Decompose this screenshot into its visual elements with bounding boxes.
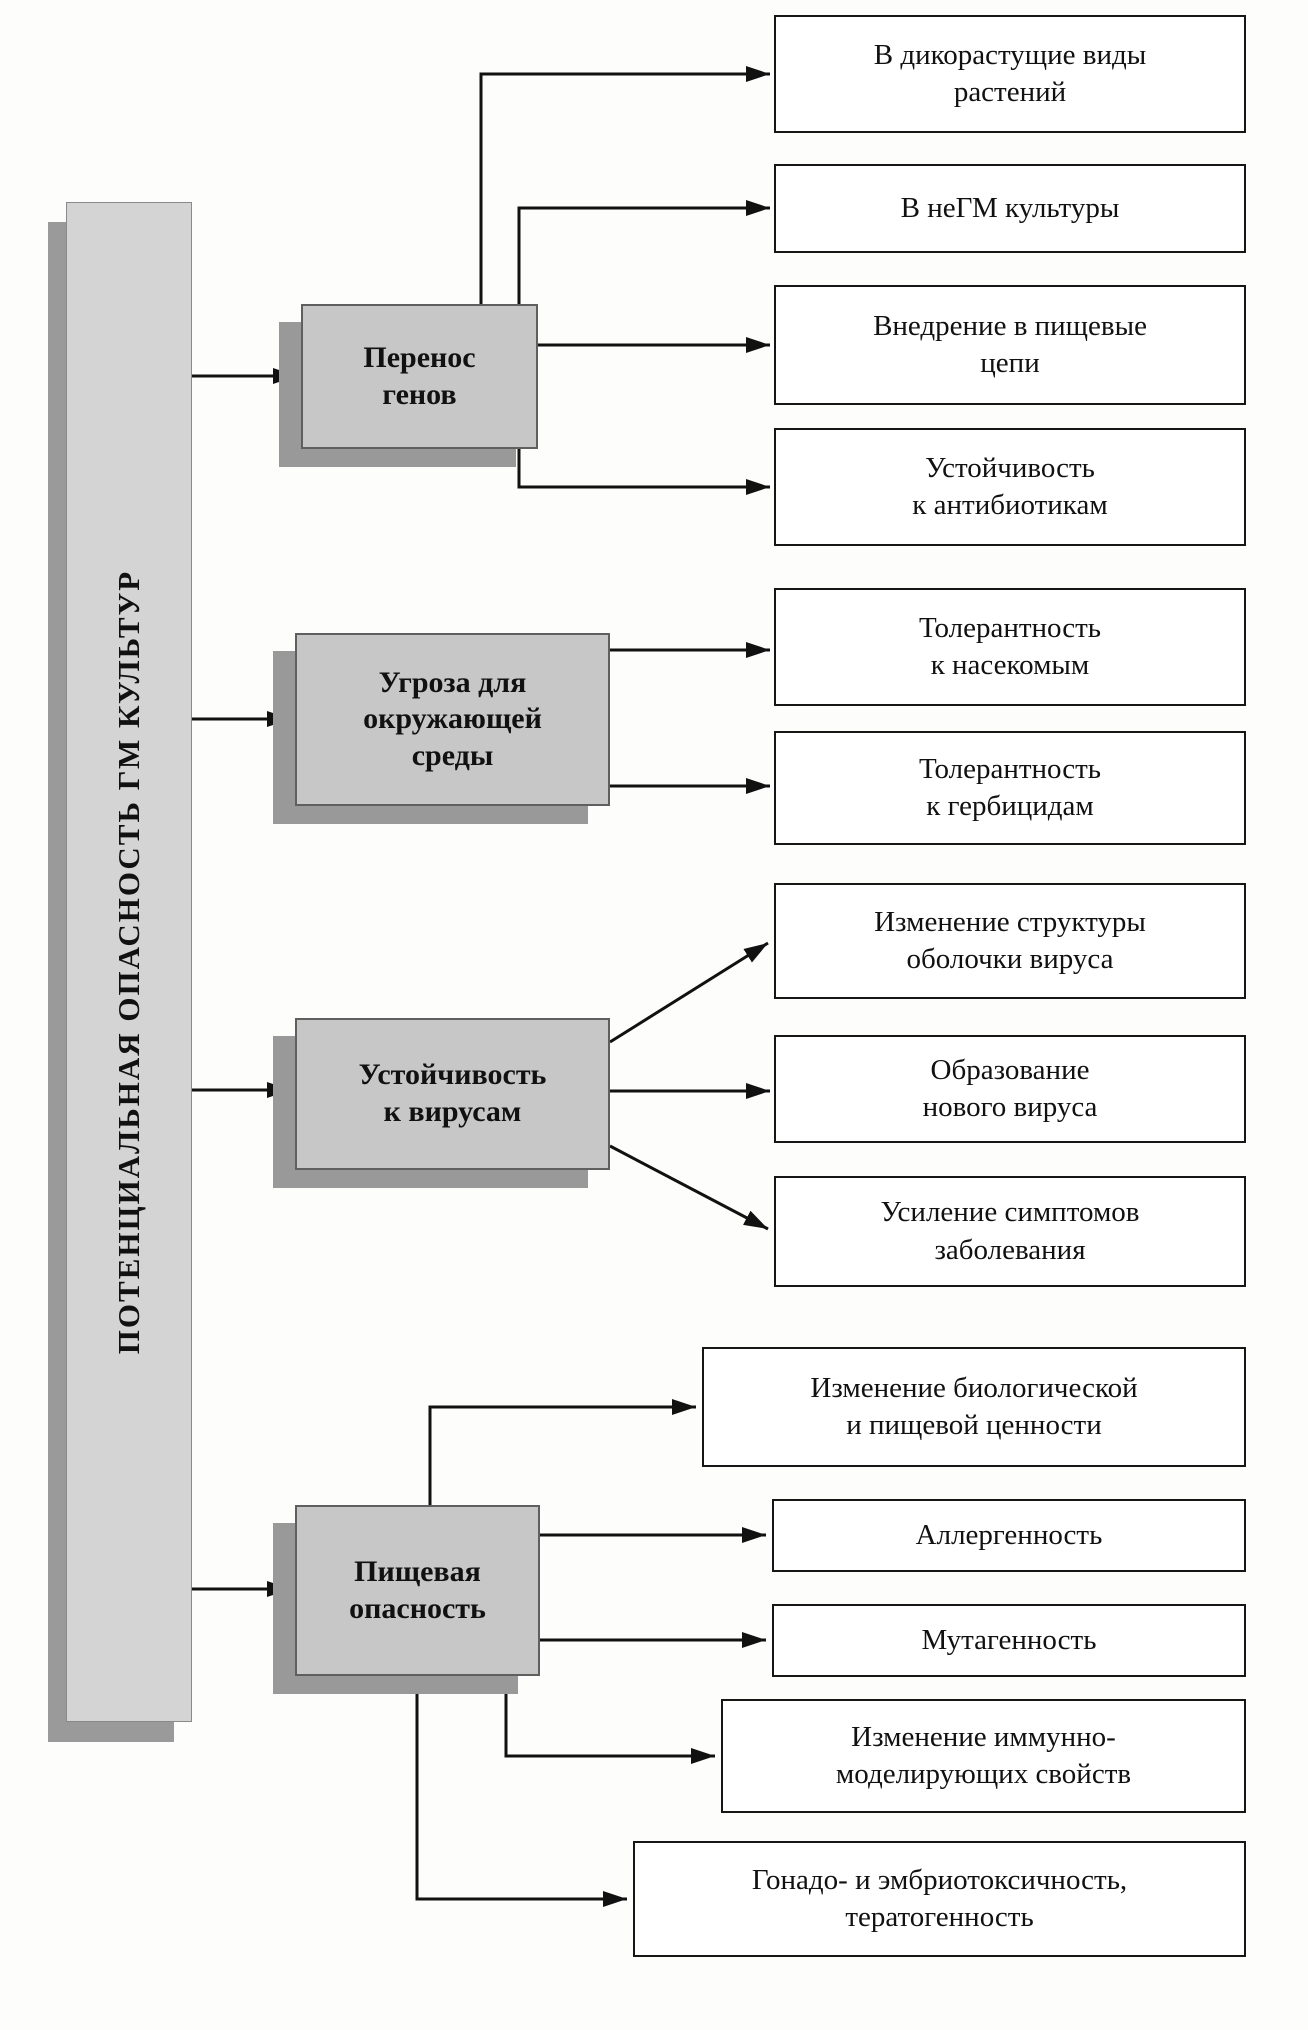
outcome-disease-symptoms-intensification: Усиление симптомов заболевания — [774, 1176, 1246, 1287]
outcome-wild-plant-species: В дикорастущие виды растений — [774, 15, 1246, 133]
connectors-gene-transfer — [479, 66, 770, 495]
connectors-food-hazard — [415, 1399, 766, 1907]
outcome-new-virus-formation: Образование нового вируса — [774, 1035, 1246, 1143]
outcome-immunomodulating-properties-change: Изменение иммунно- моделирующих свойств — [721, 1699, 1246, 1813]
category-environmental-threat: Угроза для окружающей среды — [295, 633, 610, 806]
outcome-gonado-embryotoxicity-teratogenicity: Гонадо- и эмбриотоксичность, тератогенно… — [633, 1841, 1246, 1957]
root-title: ПОТЕНЦИАЛЬНАЯ ОПАСНОСТЬ ГМ КУЛЬТУР — [111, 569, 146, 1355]
outcome-food-chains: Внедрение в пищевые цепи — [774, 285, 1246, 405]
category-food-hazard: Пищевая опасность — [295, 1505, 540, 1676]
outcome-allergenicity: Аллергенность — [772, 1499, 1246, 1572]
outcome-antibiotic-resistance: Устойчивость к антибиотикам — [774, 428, 1246, 546]
category-virus-resistance: Устойчивость к вирусам — [295, 1018, 610, 1170]
connectors-environment — [610, 642, 770, 794]
outcome-herbicide-tolerance: Толерантность к гербицидам — [774, 731, 1246, 845]
connectors-virus-resistance — [609, 941, 770, 1231]
root-bar: ПОТЕНЦИАЛЬНАЯ ОПАСНОСТЬ ГМ КУЛЬТУР — [66, 202, 192, 1722]
outcome-non-gm-crops: В неГМ культуры — [774, 164, 1246, 253]
category-gene-transfer: Перенос генов — [301, 304, 538, 449]
connectors-root — [190, 368, 297, 1597]
outcome-insect-tolerance: Толерантность к насекомым — [774, 588, 1246, 706]
outcome-mutagenicity: Мутагенность — [772, 1604, 1246, 1677]
outcome-virus-coat-structure-change: Изменение структуры оболочки вируса — [774, 883, 1246, 999]
outcome-nutritional-value-change: Изменение биологической и пищевой ценнос… — [702, 1347, 1246, 1467]
